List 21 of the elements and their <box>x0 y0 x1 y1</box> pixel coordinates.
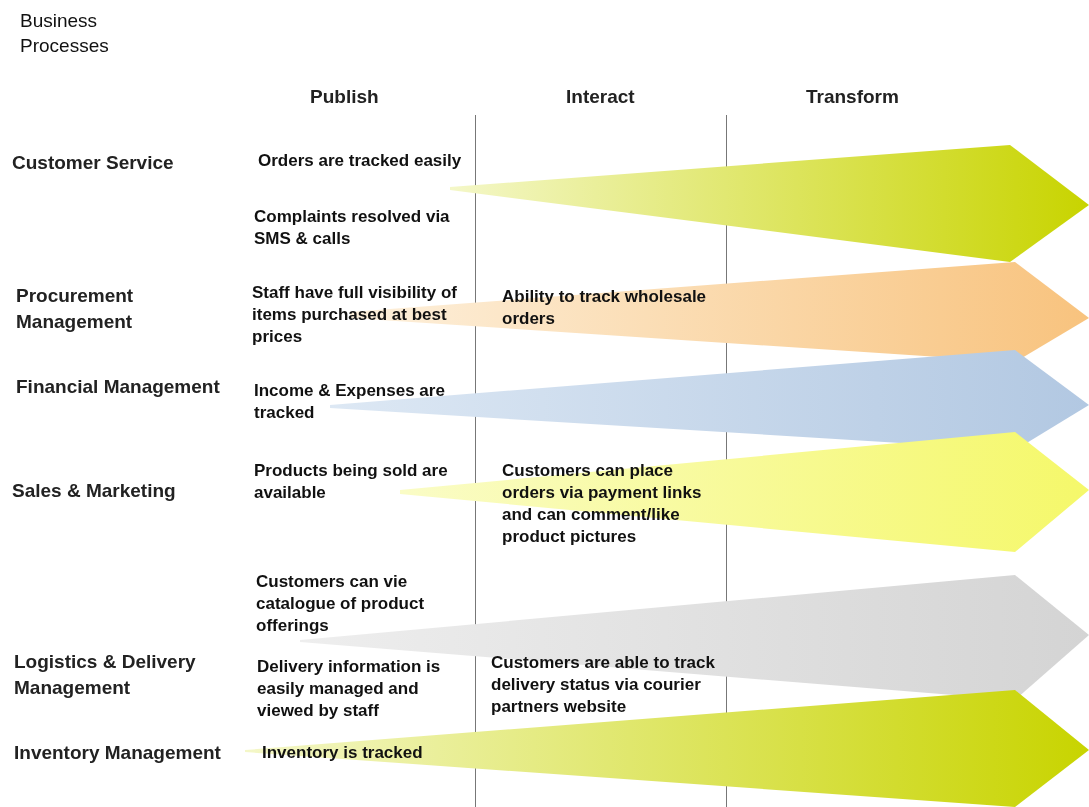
process-text: Income & Expenses are tracked <box>254 380 446 424</box>
process-text: Customers are able to track delivery status via courier partners website <box>491 652 716 718</box>
process-text: Delivery information is easily managed and viewed by staff <box>257 656 442 722</box>
row-header: Logistics & Delivery Management <box>14 650 197 700</box>
row-header: Customer Service <box>12 151 175 175</box>
process-text: Ability to track wholesale orders <box>502 286 708 330</box>
column-header: Interact <box>566 86 635 108</box>
row-header: Inventory Management <box>14 741 222 765</box>
process-text: Orders are tracked easily <box>258 150 463 172</box>
process-text: Products being sold are available <box>254 460 449 504</box>
row-header: Financial Management <box>16 375 221 399</box>
process-text: Customers can vie catalogue of product offerings <box>256 571 426 637</box>
column-header: Publish <box>310 86 379 108</box>
row-header: Procurement Management <box>16 284 135 334</box>
process-text: Complaints resolved via SMS & calls <box>254 206 451 250</box>
diagram-title: Business Processes <box>20 9 110 58</box>
column-header: Transform <box>806 86 899 108</box>
process-text: Staff have full visibility of items purchased at best prices <box>252 282 458 348</box>
process-text: Customers can place orders via payment links and can comment/like product pictures <box>502 460 703 548</box>
process-text: Inventory is tracked <box>262 742 424 764</box>
row-header: Sales & Marketing <box>12 479 177 503</box>
